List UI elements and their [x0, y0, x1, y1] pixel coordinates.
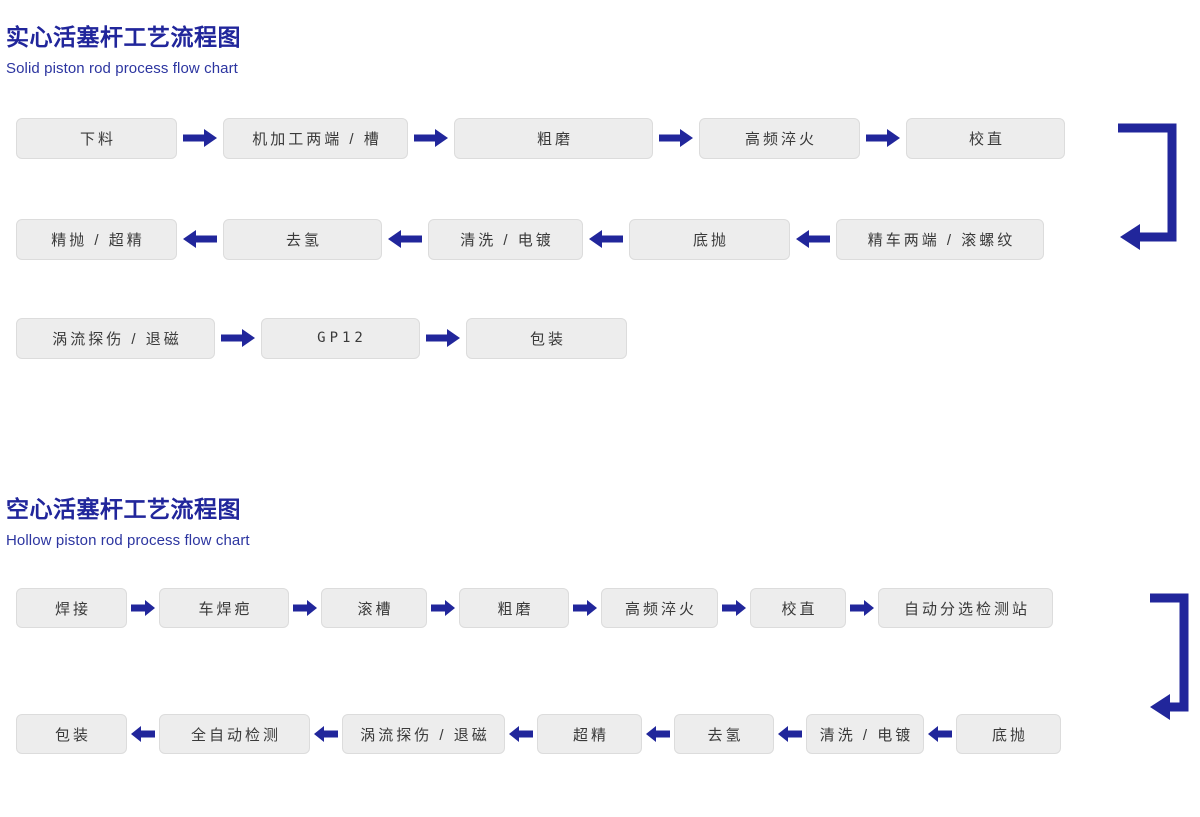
flowchart-hollow-piston-rod: 空心活塞杆工艺流程图 Hollow piston rod process flo…	[0, 472, 1200, 762]
node-label: 高频淬火	[744, 130, 817, 148]
arrow-left-icon	[382, 230, 428, 248]
node-hollow-2-6[interactable]: 清洗 / 电镀	[806, 714, 924, 754]
node-label: GP12	[317, 330, 367, 346]
node-label: 去氢	[707, 726, 744, 744]
node-label: 精抛 / 超精	[51, 231, 145, 249]
node-hollow-2-5[interactable]: 去氢	[674, 714, 774, 754]
arrow-right-icon	[127, 600, 159, 616]
hollow-flow-row-2: 包装 全自动检测 涡流探伤 / 退磁	[0, 706, 1200, 762]
arrow-left-icon	[924, 726, 956, 742]
solid-chart-title-cn: 实心活塞杆工艺流程图	[6, 24, 241, 50]
arrow-right-icon	[846, 600, 878, 616]
node-label: 高频淬火	[624, 600, 697, 618]
node-label: 下料	[79, 130, 116, 148]
arrow-left-icon	[774, 726, 806, 742]
solid-flow-row-1: 下料 机加工两端 / 槽 粗磨	[0, 110, 1200, 166]
flowchart-solid-piston-rod: 实心活塞杆工艺流程图 Solid piston rod process flow…	[0, 0, 1200, 366]
arrow-right-icon	[177, 129, 223, 147]
node-hollow-2-1[interactable]: 包装	[16, 714, 127, 754]
node-label: 校直	[968, 130, 1005, 148]
node-hollow-2-2[interactable]: 全自动检测	[159, 714, 310, 754]
arrow-left-icon	[177, 230, 223, 248]
node-label: 底抛	[692, 231, 729, 249]
node-hollow-1-3[interactable]: 滚槽	[321, 588, 427, 628]
node-label: 底抛	[991, 726, 1028, 744]
node-label: 涡流探伤 / 退磁	[52, 330, 182, 348]
node-hollow-1-4[interactable]: 粗磨	[459, 588, 569, 628]
node-hollow-1-7[interactable]: 自动分选检测站	[878, 588, 1053, 628]
arrow-left-icon	[310, 726, 342, 742]
arrow-right-icon	[569, 600, 601, 616]
arrow-left-icon	[642, 726, 674, 742]
hollow-chart-titles: 空心活塞杆工艺流程图 Hollow piston rod process flo…	[0, 472, 1200, 552]
node-label: 机加工两端 / 槽	[252, 130, 382, 148]
node-label: 包装	[529, 330, 566, 348]
node-solid-2-1[interactable]: 精抛 / 超精	[16, 218, 177, 260]
solid-chart-titles: 实心活塞杆工艺流程图 Solid piston rod process flow…	[0, 0, 1200, 80]
arrow-left-icon	[583, 230, 629, 248]
node-label: 清洗 / 电镀	[460, 231, 554, 249]
node-hollow-2-3[interactable]: 涡流探伤 / 退磁	[342, 714, 505, 754]
node-label: 粗磨	[497, 600, 534, 618]
node-label: 精车两端 / 滚螺纹	[867, 231, 1016, 249]
node-label: 超精	[572, 726, 609, 744]
node-label: 粗磨	[536, 130, 573, 148]
node-solid-3-1[interactable]: 涡流探伤 / 退磁	[16, 317, 215, 359]
node-hollow-1-1[interactable]: 焊接	[16, 588, 127, 628]
node-label: 自动分选检测站	[903, 600, 1030, 618]
node-label: 清洗 / 电镀	[819, 726, 914, 744]
node-label: 去氢	[285, 231, 322, 249]
node-hollow-1-2[interactable]: 车焊疤	[159, 588, 289, 628]
node-solid-2-3[interactable]: 清洗 / 电镀	[428, 218, 583, 260]
node-solid-2-2[interactable]: 去氢	[223, 218, 382, 260]
node-solid-1-3[interactable]: 粗磨	[454, 117, 653, 159]
arrow-right-icon	[215, 329, 261, 347]
arrow-left-icon	[790, 230, 836, 248]
hollow-flow-rows: 焊接 车焊疤 滚槽	[0, 580, 1200, 762]
node-solid-1-5[interactable]: 校直	[906, 117, 1065, 159]
solid-chart-title-en: Solid piston rod process flow chart	[6, 60, 238, 77]
arrow-right-icon	[718, 600, 750, 616]
arrow-right-icon	[427, 600, 459, 616]
arrow-right-icon	[420, 329, 466, 347]
arrow-left-icon	[127, 726, 159, 742]
node-label: 涡流探伤 / 退磁	[360, 726, 490, 744]
arrow-right-icon	[860, 129, 906, 147]
hollow-chart-title-en: Hollow piston rod process flow chart	[6, 532, 250, 549]
node-solid-1-4[interactable]: 高频淬火	[699, 117, 860, 159]
arrow-right-icon	[408, 129, 454, 147]
node-label: 滚槽	[357, 600, 394, 618]
solid-flow-row-3: 涡流探伤 / 退磁 GP12 包装	[0, 310, 1200, 366]
node-label: 焊接	[54, 600, 91, 618]
hollow-chart-title-cn: 空心活塞杆工艺流程图	[6, 496, 241, 522]
arrow-right-icon	[289, 600, 321, 616]
solid-flow-row-2: 精抛 / 超精 去氢 清洗 / 电镀	[0, 211, 1200, 267]
node-solid-1-1[interactable]: 下料	[16, 117, 177, 159]
node-hollow-2-7[interactable]: 底抛	[956, 714, 1061, 754]
node-hollow-2-4[interactable]: 超精	[537, 714, 642, 754]
node-label: 校直	[781, 600, 818, 618]
node-solid-3-2[interactable]: GP12	[261, 317, 420, 359]
node-hollow-1-6[interactable]: 校直	[750, 588, 846, 628]
node-label: 车焊疤	[198, 600, 253, 618]
node-label: 全自动检测	[190, 726, 281, 744]
node-label: 包装	[54, 726, 91, 744]
solid-flow-rows: 下料 机加工两端 / 槽 粗磨	[0, 110, 1200, 366]
node-solid-3-3[interactable]: 包装	[466, 317, 627, 359]
node-hollow-1-5[interactable]: 高频淬火	[601, 588, 718, 628]
node-solid-2-4[interactable]: 底抛	[629, 218, 790, 260]
node-solid-1-2[interactable]: 机加工两端 / 槽	[223, 117, 408, 159]
hollow-flow-row-1: 焊接 车焊疤 滚槽	[0, 580, 1200, 636]
arrow-right-icon	[653, 129, 699, 147]
node-solid-2-5[interactable]: 精车两端 / 滚螺纹	[836, 218, 1044, 260]
arrow-left-icon	[505, 726, 537, 742]
